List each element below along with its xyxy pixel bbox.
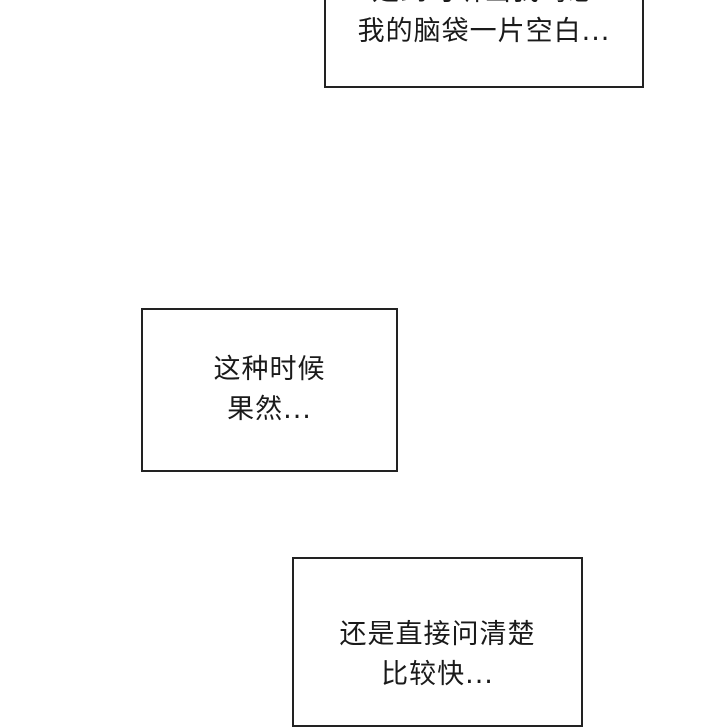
- caption-line: 我的脑袋一片空白...: [357, 16, 611, 47]
- caption-line: 还是直接问清楚: [339, 619, 536, 650]
- caption-line: 比较快...: [381, 659, 494, 690]
- caption-box-middle: 这种时候 果然...: [141, 308, 398, 472]
- caption-box-bottom: 还是直接问清楚 比较快...: [292, 557, 583, 727]
- caption-box-top: 是到时听出我吗想 我的脑袋一片空白...: [324, 0, 644, 88]
- caption-line: 果然...: [227, 394, 312, 425]
- caption-line: 是到时听出我吗想: [372, 0, 596, 12]
- caption-line: 这种时候: [213, 354, 326, 385]
